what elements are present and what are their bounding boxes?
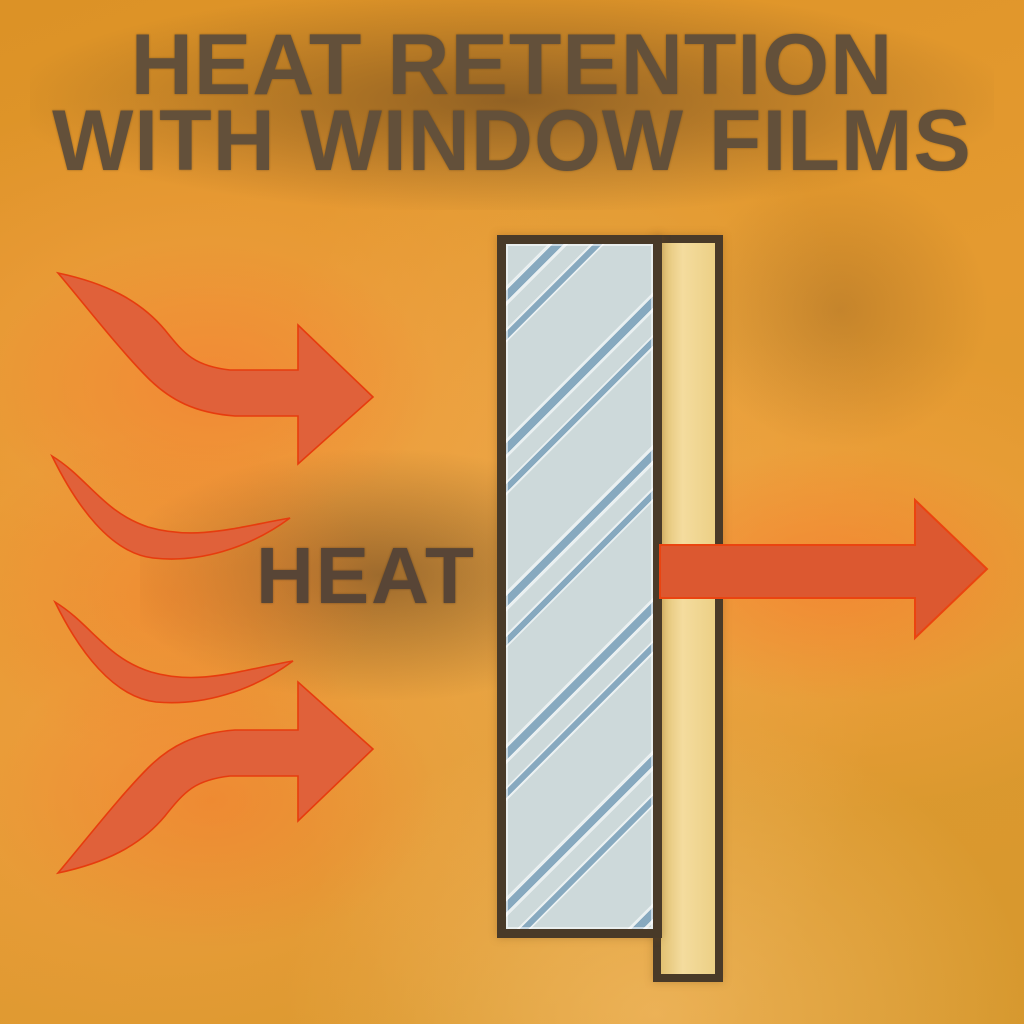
- heat-wave-2-icon: [50, 453, 291, 560]
- title-line-2: WITH WINDOW FILMS: [52, 93, 972, 189]
- window-film-layer: [653, 235, 723, 982]
- window-glass-pane: [497, 235, 662, 938]
- title-line-1: HEAT RETENTION: [130, 17, 894, 113]
- bottom-arrow-glow: [0, 650, 440, 950]
- window-right-shadow: [690, 170, 990, 450]
- page-title: HEAT RETENTION WITH WINDOW FILMS: [0, 17, 1024, 189]
- heat-wave-arrow-bottom-icon: [55, 680, 375, 875]
- heat-label: HEAT: [256, 531, 476, 620]
- top-arrow-glow: [0, 240, 440, 520]
- heat-wave-arrow-top-icon: [55, 271, 375, 466]
